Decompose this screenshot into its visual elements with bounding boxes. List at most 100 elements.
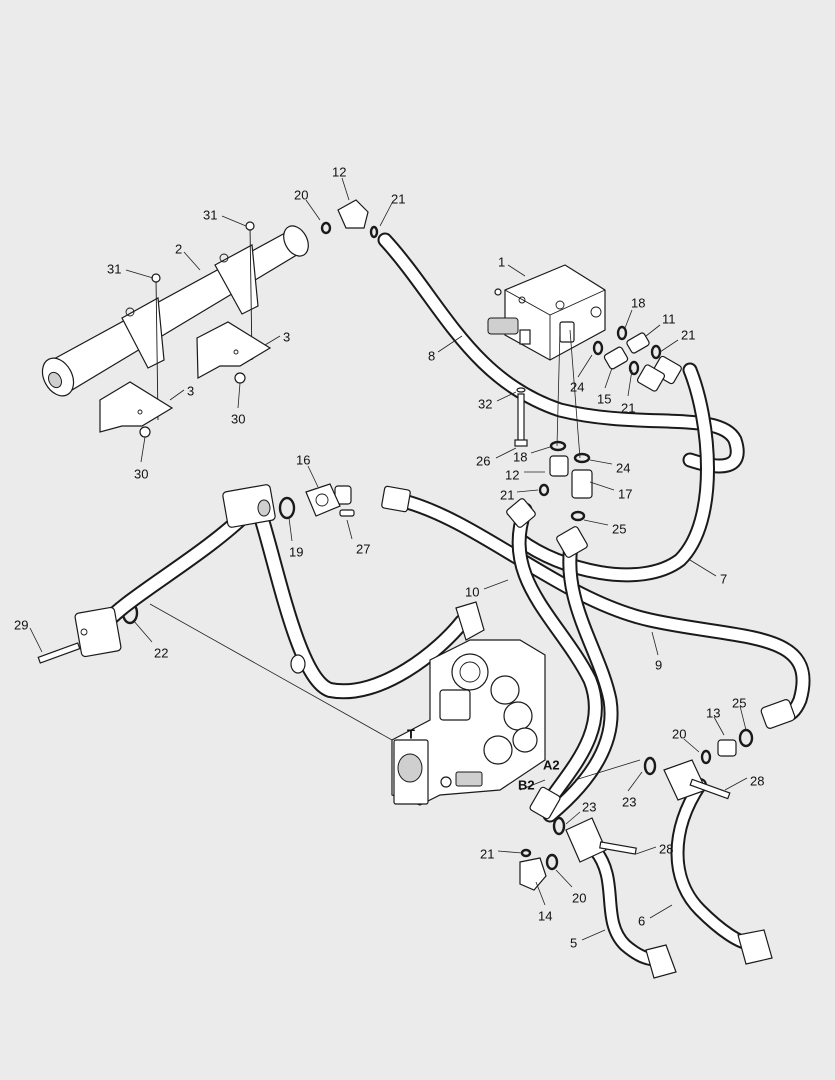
callout-label-c10: 10: [465, 584, 479, 599]
leader-line-c29: [29, 627, 43, 653]
leader-line-c13: [713, 716, 725, 736]
leader-line-c18b: [530, 446, 551, 454]
callout-label-c20b: 20: [672, 726, 686, 741]
port-label-pA2: A2: [543, 757, 560, 772]
callout-label-c3a: 3: [283, 329, 290, 344]
leader-line-c15: [604, 367, 613, 389]
fitting-part-12: [337, 199, 569, 477]
cylinder-tube-part-2: [41, 221, 309, 421]
callout-label-c19: 19: [289, 544, 303, 559]
callout-label-c29: 29: [14, 617, 28, 632]
callout-label-c5: 5: [570, 935, 577, 950]
port-label-pB2: B2: [518, 777, 535, 792]
leader-line-c27: [346, 519, 353, 540]
fitting-part-13: [717, 739, 737, 757]
leader-line-c20c: [555, 869, 573, 888]
leader-line-c26: [495, 447, 517, 459]
callout-label-c22: 22: [154, 645, 168, 660]
leader-line-c10: [483, 579, 509, 590]
callout-label-c26: 26: [476, 453, 490, 468]
callout-label-c21a: 21: [391, 191, 405, 206]
callout-label-c23a: 23: [622, 794, 636, 809]
hose-part-8: [377, 232, 745, 474]
leader-line-c25a: [739, 705, 747, 731]
leader-line-c5: [581, 929, 606, 941]
callout-label-c12b: 12: [505, 467, 519, 482]
screw-part-29: [37, 642, 81, 664]
control-valve-assembly: [391, 639, 546, 806]
callout-label-c12a: 12: [332, 164, 346, 179]
callout-label-c28a: 28: [750, 773, 764, 788]
bolt-part-26: [514, 393, 528, 447]
callout-label-c24b: 24: [616, 460, 630, 475]
leader-line-c31b: [125, 269, 154, 279]
callout-label-c13: 13: [706, 705, 720, 720]
callout-label-c18b: 18: [513, 449, 527, 464]
leader-line-c31a: [221, 215, 247, 227]
callout-label-c25b: 25: [612, 521, 626, 536]
assembly-guide-lines: [149, 329, 641, 791]
leader-line-c7: [689, 559, 717, 577]
leader-line-c2: [183, 251, 201, 271]
callout-label-c21e: 21: [480, 846, 494, 861]
leader-line-c22: [132, 619, 153, 643]
leader-line-c21b: [659, 339, 679, 353]
callout-label-c18a: 18: [631, 295, 645, 310]
fitting-part-17: [571, 469, 593, 499]
callout-label-c31b: 31: [107, 261, 121, 276]
fitting-part-11: [626, 332, 650, 354]
screw-part-27: [339, 509, 355, 517]
callout-label-c30b: 30: [134, 466, 148, 481]
leader-line-c20b: [683, 738, 700, 753]
leader-line-c18a: [624, 309, 633, 329]
callout-label-c21c: 21: [621, 400, 635, 415]
leader-line-c21e: [497, 850, 523, 854]
screw-part-28: [599, 778, 731, 855]
callout-leader-lines: [29, 177, 748, 941]
callout-label-c1: 1: [498, 254, 505, 269]
callout-label-c25a: 25: [732, 695, 746, 710]
leader-line-c24b: [589, 459, 613, 465]
leader-line-c6: [649, 904, 673, 919]
leader-line-c28a: [724, 777, 748, 791]
callout-label-c3b: 3: [187, 383, 194, 398]
callout-label-c11: 11: [662, 311, 676, 326]
leader-line-c21d: [516, 489, 539, 493]
callout-label-c7: 7: [720, 571, 727, 586]
leader-line-c20a: [305, 199, 321, 221]
steel-pipe-part-5: [565, 817, 677, 979]
fitting-part-14: [519, 857, 547, 891]
callout-label-c17: 17: [618, 486, 632, 501]
leader-line-c8: [437, 335, 463, 353]
flange-part-16: [305, 483, 341, 517]
mounting-bracket-part-3: [99, 321, 272, 433]
callout-label-c20c: 20: [572, 890, 586, 905]
leader-line-c23a: [627, 771, 643, 792]
callout-label-c32: 32: [478, 396, 492, 411]
leader-line-c21c: [627, 369, 633, 397]
leader-line-c1: [507, 264, 526, 277]
callout-label-c27: 27: [356, 541, 370, 556]
valve-block-part-1: [487, 264, 606, 361]
hose-part-10: [511, 502, 619, 823]
washer-part-32: [516, 387, 526, 393]
leader-line-c19: [288, 517, 293, 542]
leader-line-c30b: [140, 436, 146, 463]
callout-label-c9: 9: [655, 657, 662, 672]
callout-label-c8: 8: [428, 348, 435, 363]
steel-pipe-part-6: [663, 759, 773, 965]
callout-label-c23b: 23: [582, 799, 596, 814]
callout-label-c28b: 28: [659, 841, 673, 856]
steel-pipe-part-4: [74, 484, 485, 700]
hose-fitting: [334, 355, 796, 820]
leader-line-c9: [651, 631, 659, 656]
leader-line-c21a: [379, 202, 393, 227]
leader-line-c25b: [583, 519, 609, 526]
hose-part-9: [392, 492, 811, 723]
leader-line-c23b: [565, 811, 581, 825]
leader-line-c3b: [169, 389, 185, 401]
callout-label-c31a: 31: [203, 207, 217, 222]
callout-label-c24a: 24: [570, 379, 584, 394]
callout-label-c15: 15: [597, 391, 611, 406]
